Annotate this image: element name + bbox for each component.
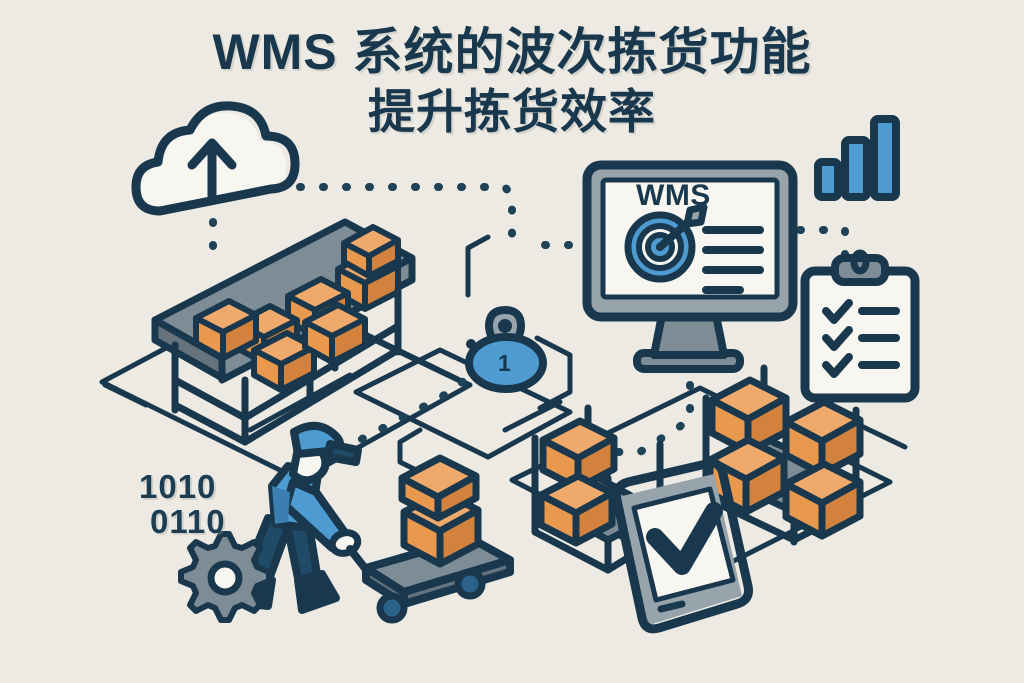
warehouse-worker bbox=[230, 422, 514, 624]
binary-code-row-1: 1010 bbox=[139, 468, 217, 505]
box-group-lower bbox=[193, 298, 368, 393]
waypoint-badge-number: 1 bbox=[498, 350, 511, 376]
gear-icon bbox=[178, 531, 272, 623]
pallet-rack-left bbox=[151, 218, 416, 446]
pallet-rack-right-front bbox=[531, 404, 664, 574]
cart-boxes bbox=[398, 454, 482, 568]
clipboard-checklist-icon bbox=[800, 249, 920, 403]
pallet-rack-right-rear bbox=[702, 364, 864, 546]
cloud-upload-icon bbox=[131, 101, 300, 216]
tablet-checkmark-icon bbox=[612, 458, 753, 634]
waypoint-badge bbox=[465, 306, 547, 393]
binary-code-row-2: 0110 bbox=[150, 503, 226, 540]
monitor-screen-label: WMS bbox=[636, 179, 711, 212]
wms-monitor bbox=[582, 160, 798, 373]
bar-chart-icon bbox=[814, 115, 900, 201]
